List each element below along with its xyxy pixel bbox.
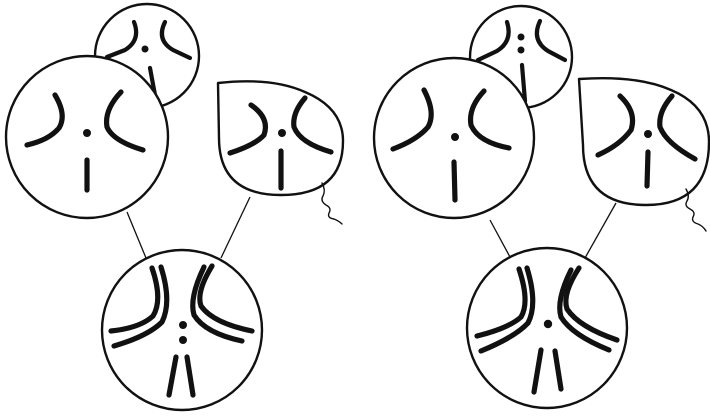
centriole-dot <box>518 47 525 54</box>
centriole-dot <box>451 133 459 141</box>
sperm-cell-right <box>579 78 709 231</box>
egg-cell-right <box>374 58 534 218</box>
egg-cell-left <box>6 56 168 218</box>
link-sperm-to-zygote-left <box>221 197 250 258</box>
link-egg-to-zygote-right <box>490 220 510 257</box>
link-egg-to-zygote-left <box>127 212 146 258</box>
centriole-dot <box>544 320 552 328</box>
centriole-dot <box>278 129 286 137</box>
centriole-dot <box>518 34 525 41</box>
centriole-dot <box>83 129 91 137</box>
zygote-left <box>102 250 262 410</box>
centriole-dot <box>179 321 187 329</box>
sperm-cell-outline <box>579 78 709 205</box>
chromosome <box>647 152 648 186</box>
centriole-dot <box>142 46 149 53</box>
zygote-right <box>467 248 627 408</box>
chromosome <box>454 162 455 200</box>
sperm-cell-left <box>218 81 343 224</box>
link-sperm-to-zygote-right <box>585 203 616 258</box>
right-panel <box>374 6 709 408</box>
centriole-dot <box>644 130 652 138</box>
centriole-dot <box>179 336 187 344</box>
flagellum-tail <box>686 189 706 231</box>
flagellum-tail <box>322 183 342 224</box>
left-panel <box>6 4 343 410</box>
